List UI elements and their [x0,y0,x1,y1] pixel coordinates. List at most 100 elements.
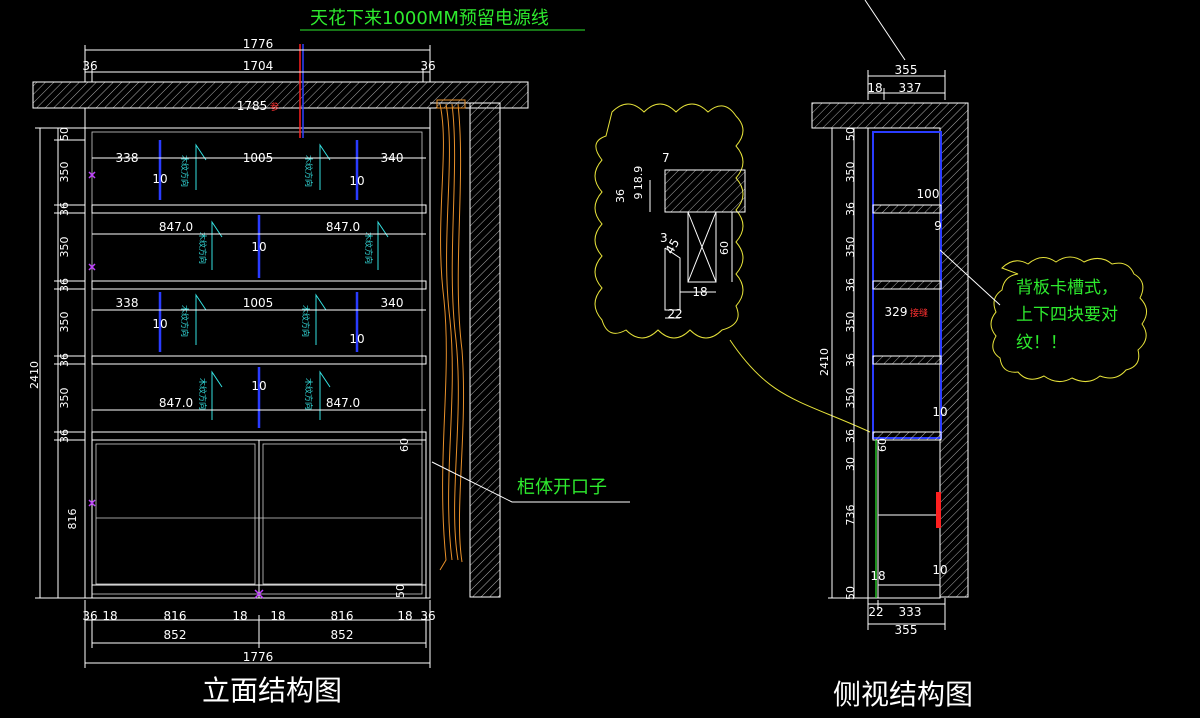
dim-h: 816 [66,509,79,530]
right-wall [430,102,501,598]
dim-b: 36 [420,609,435,623]
side-top-total: 355 [895,63,918,77]
dim-row1-left: 338 [116,151,139,165]
detail-18-9: 18.9 [632,166,645,191]
dim-b: 816 [331,609,354,623]
wood-grain-label: 木纹方向 [301,305,311,337]
side-h: 350 [844,312,857,333]
shelf [91,355,427,365]
side-18: 18 [870,569,885,583]
detail-3: 3 [660,231,668,245]
dim-ten: 10 [349,332,364,346]
dim-top-right: 36 [420,59,435,73]
side-height-total: 2410 [818,348,831,376]
side-60: 60 [876,438,889,452]
side-h: 350 [844,388,857,409]
dim-b: 816 [164,609,187,623]
side-10: 10 [932,405,947,419]
dim-ten: 10 [251,379,266,393]
title-front: 立面结构图 [202,674,342,707]
dim-row3-mid: 1005 [243,296,274,310]
dim-h: 350 [58,162,71,183]
side-h: 36 [844,429,857,443]
lower-door-left [95,443,256,585]
side-wall [811,102,969,598]
ceiling-mark-suffix: 参 [270,101,279,113]
dim-b: 36 [82,609,97,623]
dim-row4-left: 847.0 [159,396,193,410]
dim-h: 350 [58,312,71,333]
detail-22: 22 [667,307,682,321]
detail-18: 18 [692,285,707,299]
side-view: 355 18 337 2410 50 350 36 350 36 350 36 … [811,0,1147,711]
detail-60: 60 [718,241,731,255]
ceiling-mark: 1785 [237,99,268,113]
dim-row3-right: 340 [381,296,404,310]
dim-h: 36 [58,353,71,367]
dim-b: 18 [232,609,247,623]
side-bottom-total: 355 [895,623,918,637]
title-side: 侧视结构图 [833,678,973,711]
detail-9: 9 [632,193,645,200]
ceiling-slab [32,81,529,109]
shelf [91,204,427,214]
dim-ten: 10 [152,317,167,331]
side-9: 9 [934,219,942,233]
side-curtain [436,99,466,571]
wood-grain-label: 木纹方向 [198,232,208,264]
side-top-right: 337 [899,81,922,95]
side-h: 350 [844,237,857,258]
front-elevation: 木纹方向 木纹方向 木纹方向 木纹方向 木纹方向 木纹方向 木纹方向 木纹方向 [28,8,630,707]
dim-h: 36 [58,429,71,443]
wood-grain-label: 木纹方向 [180,305,190,337]
side-h: 30 [844,457,857,471]
dim-fifty: 50 [394,584,407,598]
wood-grain-label: 木纹方向 [304,378,314,410]
dim-row1-mid: 1005 [243,151,274,165]
note-back-panel-1: 背板卡槽式， [1016,278,1118,298]
note-ceiling-power: 天花下来1000MM预留电源线 [310,8,549,29]
dim-b2: 852 [331,628,354,642]
side-red-mark: 接缝 [910,307,928,319]
wood-grain-label: 木纹方向 [364,232,374,264]
dim-h: 36 [58,202,71,216]
dim-top-left: 36 [82,59,97,73]
cross-box [687,211,717,283]
detail-7: 7 [662,151,670,165]
red-marker [936,492,941,528]
side-bottom-right: 333 [899,605,922,619]
note-back-panel-2: 上下四块要对 [1016,305,1118,325]
dim-b: 18 [270,609,285,623]
detail-36: 36 [614,189,627,203]
side-h: 50 [844,586,857,600]
dim-b: 18 [397,609,412,623]
side-329: 329 [885,305,908,319]
dim-height-total: 2410 [28,361,41,389]
dim-top-total: 1776 [243,37,274,51]
wood-grain-label: 木纹方向 [198,378,208,410]
dim-top-mid: 1704 [243,59,274,73]
dim-ten: 10 [251,240,266,254]
dim-h: 36 [58,278,71,292]
dim-row1-right: 340 [381,151,404,165]
wood-grain-label: 木纹方向 [304,155,314,187]
detail-45: 45 [662,236,682,256]
side-h: 350 [844,162,857,183]
dim-b2: 852 [164,628,187,642]
dim-row2-left: 847.0 [159,220,193,234]
dim-h: 350 [58,237,71,258]
side-h: 36 [844,278,857,292]
lower-door-right [262,443,423,585]
dim-h: 50 [58,127,71,141]
side-h: 736 [844,505,857,526]
note-cabinet-opening: 柜体开口子 [517,477,607,498]
wood-grain-arrows [195,143,389,420]
shelf [91,431,427,441]
dim-row2-right: 847.0 [326,220,360,234]
side-h: 36 [844,202,857,216]
cabinet-outline [84,127,431,599]
dim-ten: 10 [349,174,364,188]
side-bottom-left: 22 [868,605,883,619]
dim-bottom-total: 1776 [243,650,274,664]
